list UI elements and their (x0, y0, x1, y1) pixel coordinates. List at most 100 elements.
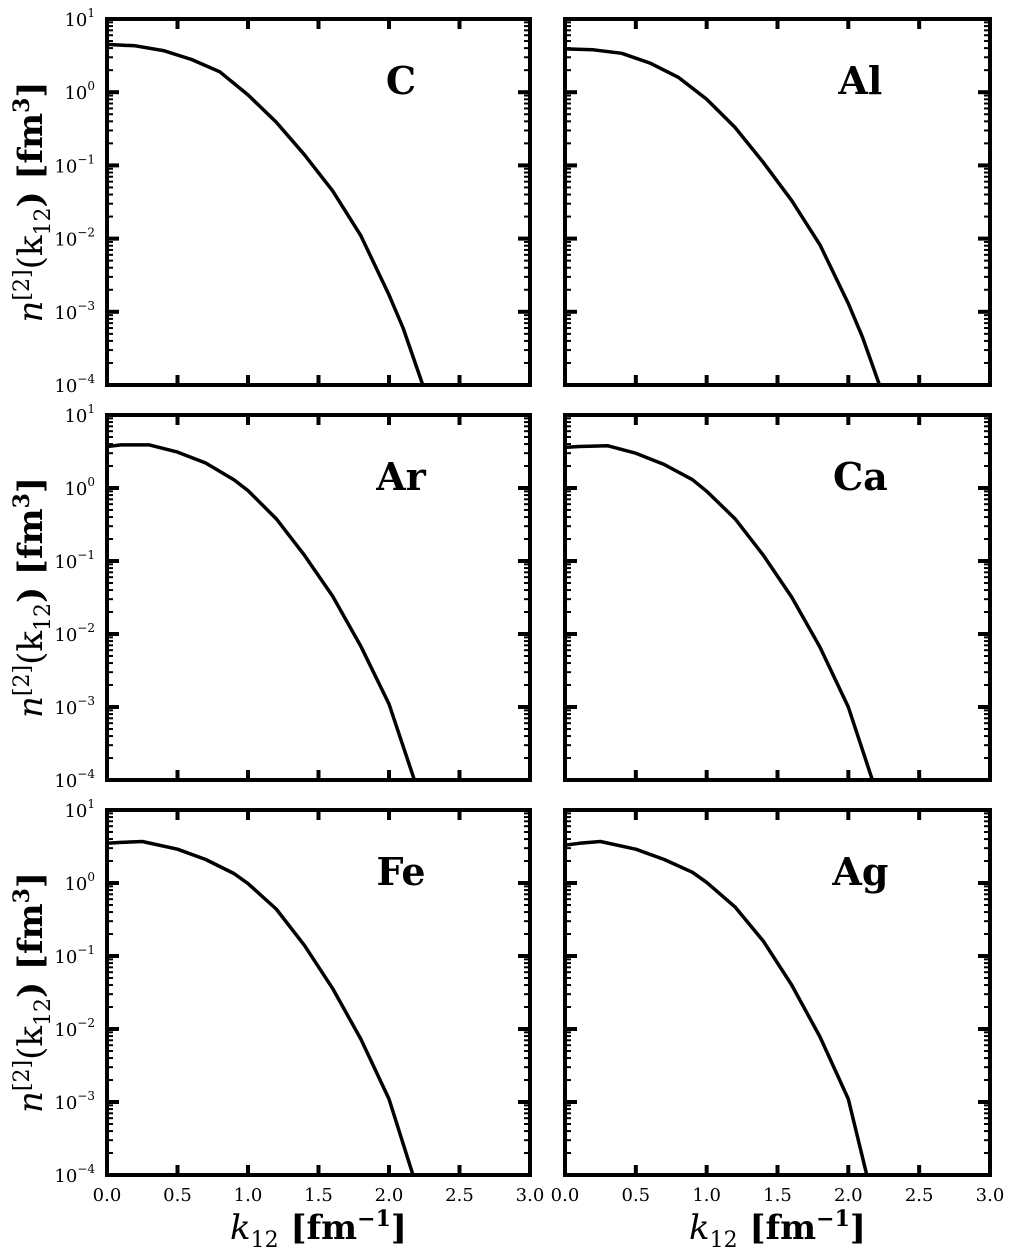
y-tick-exponent: −1 (77, 548, 95, 562)
y-tick-label: 10−3 (54, 299, 95, 324)
x-tick-label: 0.0 (551, 1185, 580, 1206)
y-tick-base: 10 (54, 1166, 77, 1187)
y-tick-exponent: 1 (87, 797, 95, 811)
xlabel-sub: 12 (251, 1228, 279, 1253)
xlabel-close: ] (391, 1208, 407, 1248)
chart-panel-al: Al (563, 17, 992, 387)
y-tick-exponent: 0 (87, 870, 95, 884)
y-tick-label: 10−2 (54, 621, 95, 646)
y-tick-exponent: −1 (77, 943, 95, 957)
x-tick-label: 0.5 (163, 1185, 192, 1206)
y-tick-base: 10 (64, 83, 87, 104)
chart-panel-ca: Ca (563, 413, 992, 782)
y-tick-base: 10 (54, 303, 77, 324)
xlabel-main: k (689, 1208, 710, 1248)
series-line-ar (107, 443, 417, 780)
panel-frame (563, 17, 992, 387)
y-tick-exponent: 0 (87, 79, 95, 93)
y-tick-exponent: −2 (77, 621, 95, 635)
xlabel-main: k (230, 1208, 251, 1248)
y-tick-base: 10 (54, 698, 77, 719)
y-tick-label: 10−2 (54, 226, 95, 251)
panel-label: Ag (831, 849, 888, 894)
ylabel-unit: ) [fm (11, 113, 51, 208)
y-tick-base: 10 (64, 10, 87, 31)
y-tick-exponent: 0 (87, 475, 95, 489)
ylabel-paren: (k (11, 235, 51, 269)
ylabel-paren: (k (11, 631, 51, 665)
xlabel-unit: [fm (279, 1208, 358, 1248)
y-tick-label: 101 (64, 6, 95, 31)
y-tick-exponent: −2 (77, 226, 95, 240)
y-tick-base: 10 (54, 625, 77, 646)
y-tick-exponent: −2 (77, 1016, 95, 1030)
xlabel-unit-sup: −1 (816, 1206, 850, 1232)
y-tick-label: 100 (64, 475, 95, 500)
y-tick-label: 101 (64, 402, 95, 427)
ylabel-unit: ) [fm (11, 508, 51, 603)
panel-label: C (386, 58, 416, 103)
y-tick-base: 10 (54, 947, 77, 968)
y-tick-label: 10−4 (54, 767, 95, 792)
x-tick-label: 1.5 (763, 1185, 792, 1206)
x-tick-label: 2.0 (375, 1185, 404, 1206)
x-tick-label: 3.0 (516, 1185, 545, 1206)
x-tick-label: 1.0 (692, 1185, 721, 1206)
y-tick-base: 10 (64, 406, 87, 427)
y-tick-base: 10 (54, 1093, 77, 1114)
x-axis-label: k12 [fm−1] (689, 1206, 866, 1253)
y-tick-label: 10−2 (54, 1016, 95, 1041)
panel-frame (105, 17, 532, 387)
y-tick-label: 10−4 (54, 1162, 95, 1187)
ylabel-main: n (11, 1091, 51, 1113)
ylabel-sup: [2] (10, 1060, 35, 1091)
panel-frame (105, 808, 532, 1177)
y-tick-exponent: 1 (87, 6, 95, 20)
y-tick-label: 100 (64, 79, 95, 104)
ylabel-main: n (11, 696, 51, 718)
y-tick-label: 100 (64, 870, 95, 895)
y-tick-label: 10−4 (54, 372, 95, 397)
y-tick-label: 10−1 (54, 943, 95, 968)
x-tick-label: 2.5 (445, 1185, 474, 1206)
y-tick-base: 10 (54, 1020, 77, 1041)
ylabel-sub: 12 (31, 603, 56, 631)
y-tick-exponent: −3 (77, 299, 95, 313)
y-tick-label: 10−1 (54, 548, 95, 573)
y-axis-label: n[2](k12) [fm3] (9, 477, 56, 718)
y-tick-base: 10 (64, 874, 87, 895)
series-line-ag (565, 839, 869, 1175)
ylabel-sup: [2] (10, 665, 35, 696)
y-tick-exponent: −4 (77, 372, 95, 386)
y-tick-base: 10 (54, 230, 77, 251)
y-tick-exponent: −3 (77, 1089, 95, 1103)
ylabel-sup: [2] (10, 269, 35, 300)
panel-label: Fe (376, 849, 425, 894)
ylabel-sub: 12 (31, 998, 56, 1026)
xlabel-unit: [fm (738, 1208, 817, 1248)
ylabel-unit-sup: 3 (9, 888, 35, 903)
y-tick-base: 10 (54, 376, 77, 397)
ylabel-paren: (k (11, 1026, 51, 1060)
ylabel-main: n (11, 301, 51, 323)
y-tick-base: 10 (64, 479, 87, 500)
ylabel-unit: ) [fm (11, 903, 51, 998)
panel-label: Ar (375, 454, 426, 499)
panel-label: Ca (833, 454, 888, 499)
y-tick-base: 10 (64, 801, 87, 822)
series-line-ca (565, 443, 875, 780)
y-tick-exponent: 1 (87, 402, 95, 416)
x-tick-label: 1.5 (304, 1185, 333, 1206)
ylabel-close: ] (11, 82, 51, 98)
x-tick-label: 3.0 (976, 1185, 1005, 1206)
series-line-fe (107, 839, 415, 1175)
series-line-al (565, 47, 882, 385)
panel-label: Al (837, 58, 882, 103)
y-tick-label: 10−1 (54, 152, 95, 177)
x-tick-label: 0.0 (93, 1185, 122, 1206)
xlabel-close: ] (850, 1208, 866, 1248)
